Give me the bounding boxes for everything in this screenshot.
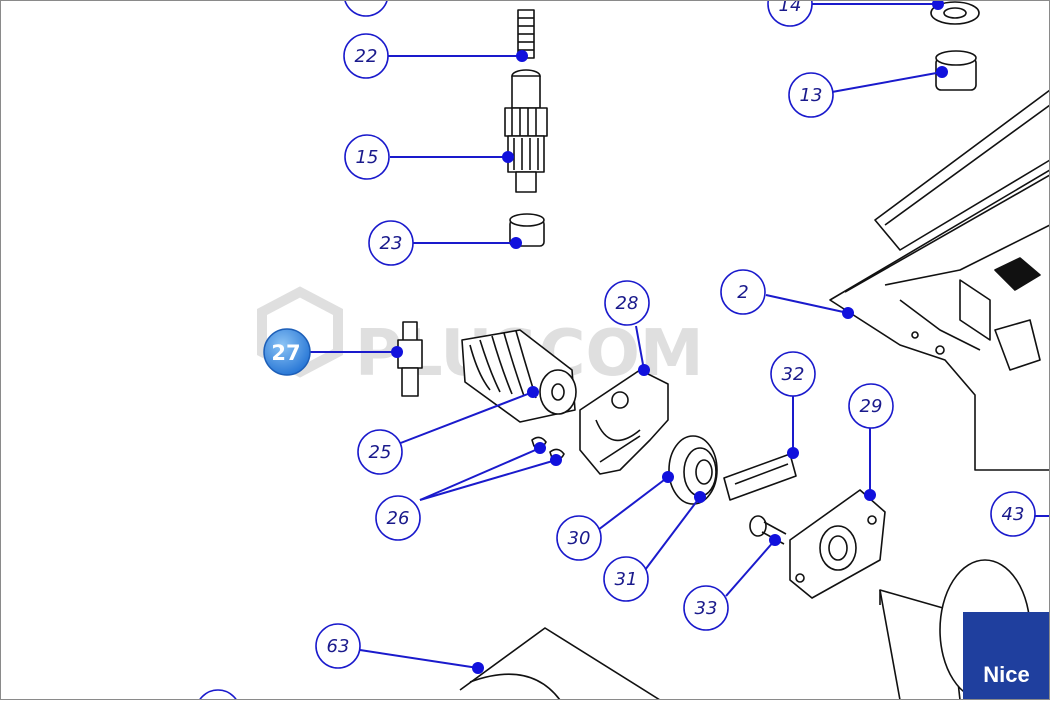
part-25-worm — [461, 329, 577, 423]
part-33-screw — [749, 515, 787, 545]
part-29-plate — [789, 489, 886, 599]
callout-22: 22 — [355, 46, 378, 67]
callout-29: 29 — [860, 396, 883, 417]
part-2-housing — [829, 89, 1050, 471]
part-15-gear-shaft — [504, 69, 548, 193]
callout-30: 30 — [568, 528, 591, 549]
part-14-washer — [930, 1, 980, 25]
callout-15: 15 — [356, 147, 379, 168]
callout-25: 25 — [369, 442, 392, 463]
leader-lines — [310, 3, 1050, 669]
callout-labels: 22 15 23 14 13 2 28 27 25 26 32 29 30 31… — [271, 0, 1024, 657]
callout-26: 26 — [387, 508, 410, 529]
callout-bubbles — [196, 0, 1036, 705]
brand-logo-text: Nice — [983, 662, 1030, 687]
callout-14: 14 — [779, 0, 802, 16]
part-28-bracket — [579, 369, 669, 475]
parts-drawing — [397, 1, 1050, 701]
callout-31: 31 — [615, 569, 638, 590]
part-30-31-gear — [668, 435, 718, 505]
callout-43: 43 — [1002, 504, 1025, 525]
callout-13: 13 — [800, 85, 823, 106]
callout-23: 23 — [380, 233, 403, 254]
part-63-cover — [459, 627, 661, 701]
callout-63: 63 — [327, 636, 350, 657]
callout-27-highlight[interactable] — [263, 328, 311, 376]
part-32-strip — [723, 453, 797, 501]
part-13-bushing — [935, 50, 977, 91]
callout-27: 27 — [271, 341, 300, 365]
callout-33: 33 — [695, 598, 718, 619]
callout-28: 28 — [616, 293, 639, 314]
leader-dots — [391, 0, 948, 674]
part-22-rod — [517, 9, 535, 59]
brand-logo: Nice — [963, 612, 1050, 700]
callout-2: 2 — [737, 282, 748, 303]
callout-32: 32 — [782, 364, 805, 385]
